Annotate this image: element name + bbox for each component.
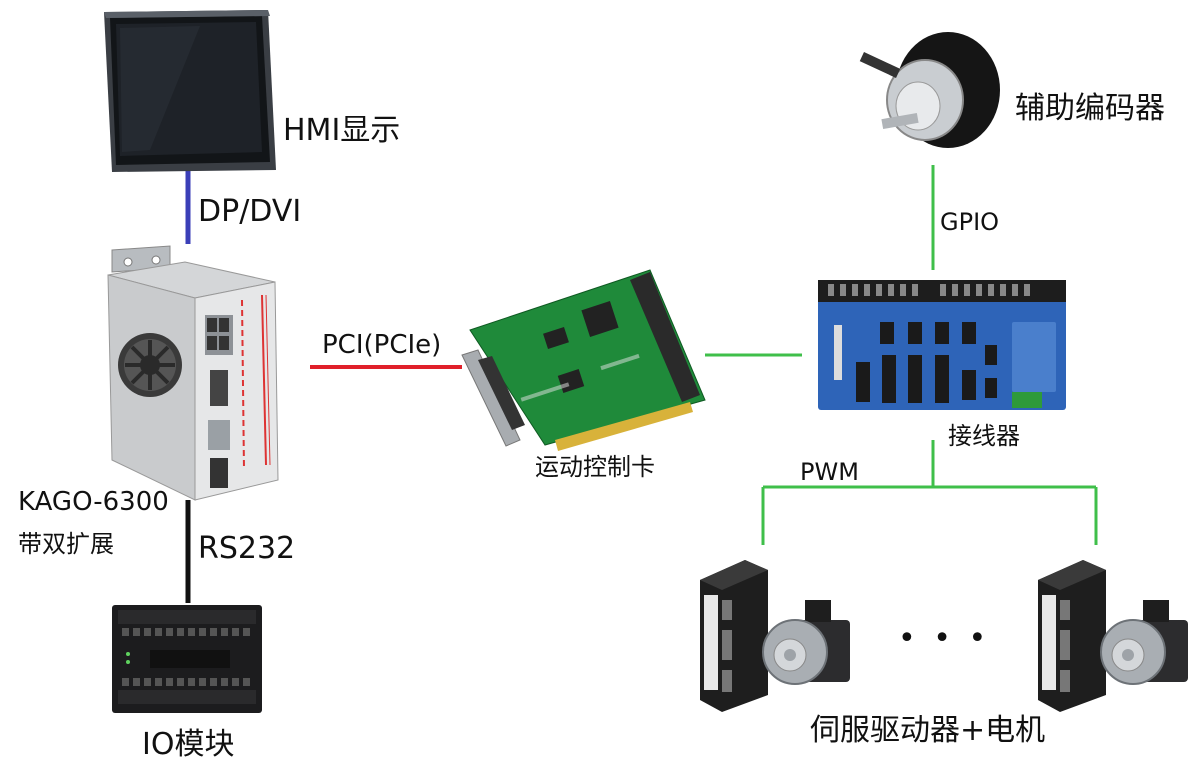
hmi-display-image bbox=[104, 10, 276, 172]
motion-card-label: 运动控制卡 bbox=[535, 453, 655, 481]
encoder-image bbox=[859, 32, 1000, 148]
industrial-pc-image bbox=[107, 245, 279, 501]
hmi-label: HMI显示 bbox=[283, 113, 401, 148]
pci-label: PCI(PCIe) bbox=[322, 330, 442, 360]
pwm-label: PWM bbox=[800, 458, 859, 486]
servo-set-right-image bbox=[1038, 560, 1188, 712]
servo-label: 伺服驱动器+电机 bbox=[810, 713, 1046, 748]
motion-control-card-image bbox=[461, 269, 706, 451]
io-module-image bbox=[112, 605, 262, 713]
dp-dvi-label: DP/DVI bbox=[198, 194, 302, 229]
servo-set-left-image bbox=[700, 560, 850, 712]
ipc-model-label: KAGO-6300 bbox=[18, 487, 169, 517]
io-module-label: IO模块 bbox=[142, 727, 235, 762]
terminal-board-label: 接线器 bbox=[948, 422, 1020, 450]
ipc-desc-label: 带双扩展 bbox=[18, 530, 114, 558]
rs232-label: RS232 bbox=[198, 531, 296, 566]
terminal-board-image bbox=[818, 280, 1066, 410]
encoder-label: 辅助编码器 bbox=[1015, 91, 1165, 126]
ellipsis-label: • • • bbox=[898, 621, 991, 656]
gpio-label: GPIO bbox=[940, 208, 1000, 236]
